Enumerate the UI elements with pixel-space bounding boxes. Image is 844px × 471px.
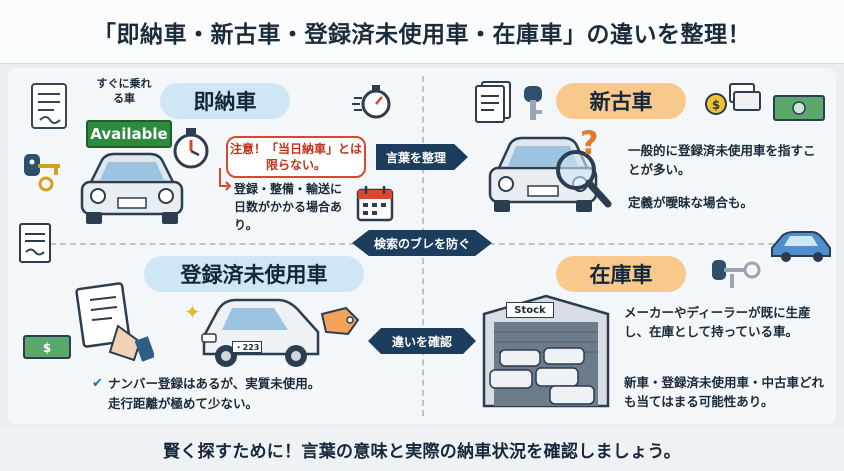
page-title: 「即納車・新古車・登録済未使用車・在庫車」の違いを整理！ <box>93 21 751 48</box>
callout-arrow-icon <box>216 168 232 192</box>
footer-bar: 賢く探すために！言葉の意味と実際の納車状況を確認しましょう。 <box>0 428 844 471</box>
zaikosha-desc-2: 新車・登録済未使用車・中古車どれも当てはまる可能性あり。 <box>624 375 825 409</box>
warehouse-icon <box>480 294 612 410</box>
tourokuzumi-note-2: 走行距離が極めて少ない。 <box>108 396 259 411</box>
magnifier-icon <box>552 146 614 212</box>
tourokuzumi-note-1: ナンバー登録はあるが、実質未使用。 <box>108 376 321 391</box>
license-plate: ・223 <box>232 341 262 353</box>
question-mark-icon: ? <box>580 124 599 162</box>
car-front-icon <box>76 146 188 228</box>
car-side-icon-blue <box>768 228 834 264</box>
documents-icon <box>474 80 514 124</box>
arrow-check-differences: 違いを確認 <box>368 328 476 354</box>
shinkosha-desc-2: 定義が曖昧な場合も。 <box>628 195 754 210</box>
check-icon: ✔ <box>92 376 103 391</box>
stock-sign: Stock <box>506 302 554 318</box>
tourokuzumi-label: 登録済未使用車 <box>144 256 364 292</box>
delivery-note: 登録・整備・輸送に日数がかかる場合あり。 <box>234 182 343 232</box>
banknote-icon-2: $ <box>22 332 74 362</box>
available-sign: Available <box>86 120 172 148</box>
warning-callout-text: 注意！「当日納車」とは限らない。 <box>229 141 362 172</box>
arrow-prevent-search-variance: 検索のブレを防ぐ <box>352 230 492 256</box>
money-icon: $ <box>704 80 768 120</box>
sokunosha-label: 即納車 <box>160 83 290 119</box>
zaikosha-desc-1: メーカーやディーラーが既に生産し、在庫として持っている車。 <box>624 305 811 339</box>
svg-text:$: $ <box>712 98 720 112</box>
zaikosha-label: 在庫車 <box>556 256 686 292</box>
shinkosha-label: 新古車 <box>556 83 686 119</box>
car-keys-icon <box>708 256 762 296</box>
document-hand-icon <box>60 282 154 362</box>
car-side-icon <box>196 292 328 372</box>
arrow-organize-terms: 言葉を整理 <box>376 144 468 170</box>
car-key-icon-2 <box>516 84 550 124</box>
quick-ride-tag: すぐに乗れる車 <box>96 77 152 106</box>
document-icon <box>30 82 70 132</box>
stopwatch-icon <box>352 82 392 122</box>
sparkle-icon: ✦ <box>184 300 201 324</box>
calendar-icon <box>356 184 396 222</box>
banknote-icon <box>772 92 828 122</box>
alarm-clock-icon <box>170 126 212 172</box>
car-key-icon <box>20 150 66 194</box>
title-bar: 「即納車・新古車・登録済未使用車・在庫車」の違いを整理！ <box>0 0 844 64</box>
signed-document-icon <box>18 222 54 266</box>
footer-message: 賢く探すために！言葉の意味と実際の納車状況を確認しましょう。 <box>163 442 681 462</box>
shinkosha-desc-1: 一般的に登録済未使用車を指すことが多い。 <box>628 143 816 177</box>
warning-callout: 注意！「当日納車」とは限らない。 <box>226 136 366 178</box>
svg-text:$: $ <box>43 341 51 355</box>
price-tag-icon <box>318 304 360 338</box>
